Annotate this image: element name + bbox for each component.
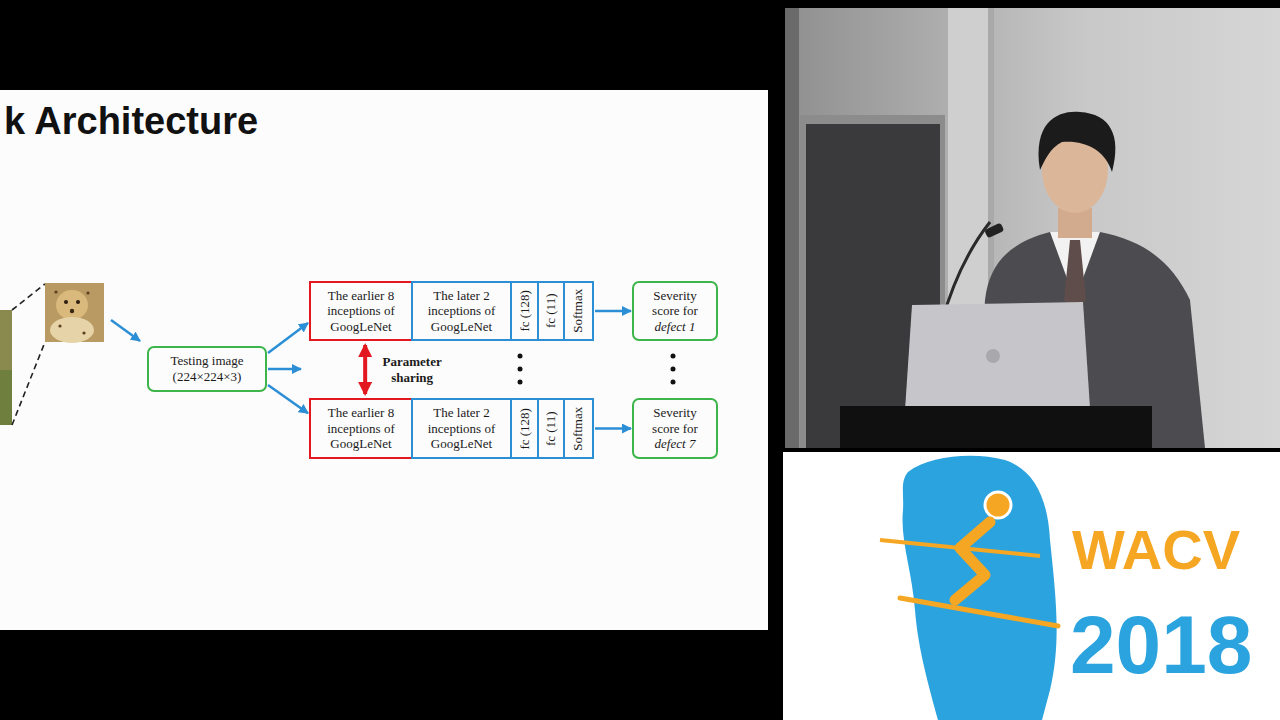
podium [840, 406, 1152, 448]
softmax-box: Softmax [563, 281, 594, 341]
ellipsis-dot [518, 367, 523, 372]
slide-title: k Architecture [4, 100, 258, 143]
microphone [984, 223, 1004, 239]
logo-year: 2018 [1070, 604, 1252, 686]
node-text: The later 2 inceptions of GoogLeNet [417, 405, 506, 452]
flow-arrow [268, 323, 308, 353]
flow-arrow [595, 427, 631, 430]
fc-layer-box: fc (11) [537, 281, 565, 341]
node-text: Softmax [571, 406, 587, 450]
ellipsis-dot [671, 367, 676, 372]
node-text: Severity score for defect 7 [640, 405, 710, 452]
lake-shape [903, 456, 1057, 720]
node-text: fc (11) [543, 294, 559, 329]
laptop-logo [986, 349, 1000, 363]
crop-line [12, 342, 45, 425]
cheetah-spot [54, 290, 57, 293]
branch-arrow [268, 368, 301, 371]
fc-layer-box: fc (128) [510, 281, 539, 341]
input-arrow [111, 320, 140, 341]
wall-shadow [785, 8, 799, 448]
layer-box: The later 2 inceptions of GoogLeNet [411, 398, 512, 459]
logo-text: WACV [1072, 522, 1240, 578]
node-text: fc (128) [517, 408, 533, 450]
fc-layer-box: fc (128) [510, 398, 539, 459]
flow-arrow [595, 310, 631, 313]
source-image [0, 310, 12, 425]
source-image-grass [0, 370, 12, 425]
slide-background [0, 90, 768, 630]
node-text: The earlier 8 inceptions of GoogLeNet [315, 405, 407, 452]
node-text: fc (128) [517, 290, 533, 332]
cheetah-image [45, 283, 104, 342]
cheetah-eye [64, 300, 68, 304]
output-box: Severity score for defect 1 [632, 281, 718, 341]
cheetah-eye [76, 300, 80, 304]
ski [900, 598, 1058, 626]
logo-background [783, 452, 1280, 720]
skier-head [985, 492, 1011, 518]
hair [1039, 112, 1116, 172]
shared-layers-box: The earlier 8 inceptions of GoogLeNet [309, 281, 413, 341]
video-background [785, 8, 1280, 448]
node-text: Severity score for defect 1 [640, 288, 710, 335]
shared-layers-box: The earlier 8 inceptions of GoogLeNet [309, 398, 413, 459]
ellipsis-dot [671, 354, 676, 359]
node-text: Testing image (224×224×3) [155, 353, 259, 384]
edge-label: Parameter sharing [375, 354, 449, 385]
softmax-box: Softmax [563, 398, 594, 459]
ellipsis-dot [518, 380, 523, 385]
ellipsis-dot [671, 380, 676, 385]
node-text: The later 2 inceptions of GoogLeNet [417, 288, 506, 335]
cheetah-spot [82, 331, 85, 334]
sharing-arrow [363, 345, 367, 394]
cheetah-spot [58, 324, 61, 327]
flow-arrow [268, 385, 308, 413]
node-text: fc (11) [543, 411, 559, 446]
laptop [905, 302, 1090, 410]
cheetah-nose [70, 309, 74, 313]
tie [1064, 240, 1086, 312]
input-box: Testing image (224×224×3) [147, 346, 267, 392]
cheetah-body [50, 317, 94, 343]
node-text: Softmax [571, 289, 587, 333]
crop-line [12, 284, 45, 310]
skier-body [955, 522, 990, 600]
cheetah-head [56, 290, 88, 320]
ellipsis-dot [518, 354, 523, 359]
output-box: Severity score for defect 7 [632, 398, 718, 459]
layer-box: The later 2 inceptions of GoogLeNet [411, 281, 512, 341]
node-text: The earlier 8 inceptions of GoogLeNet [315, 288, 407, 335]
ski-pole [880, 540, 1040, 556]
cheetah-spot [86, 291, 89, 294]
fc-layer-box: fc (11) [537, 398, 565, 459]
